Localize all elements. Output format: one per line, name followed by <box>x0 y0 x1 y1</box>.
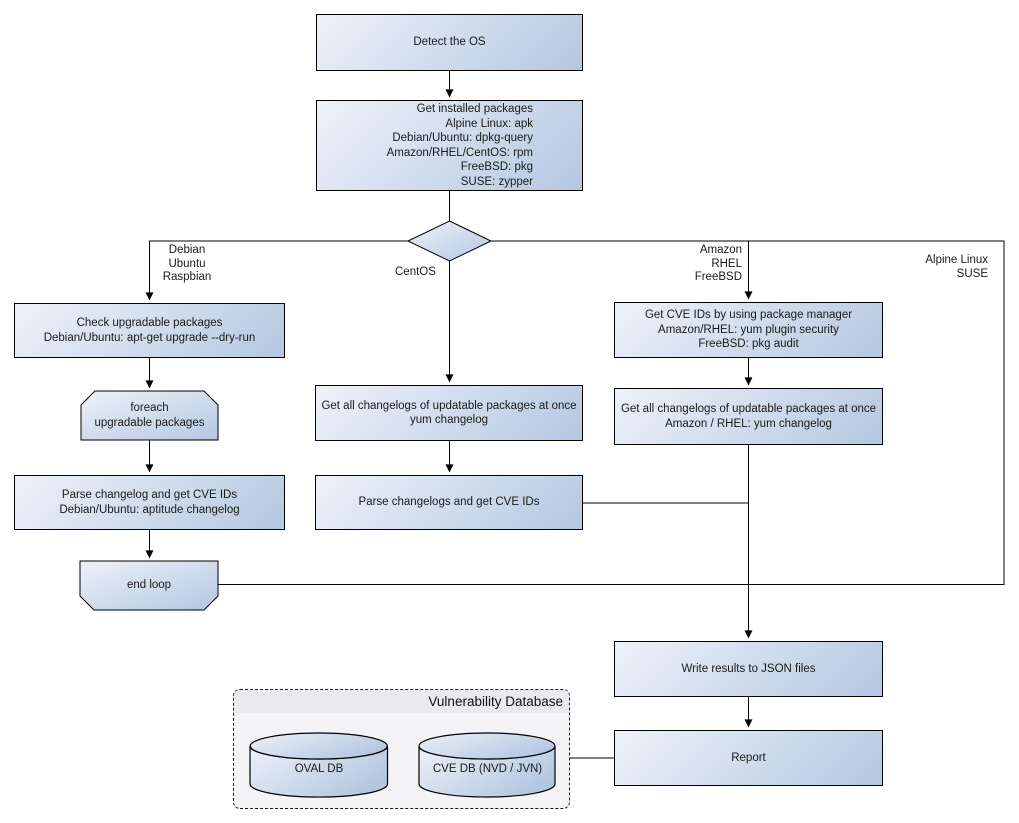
edge-label-line: Debian <box>168 244 206 256</box>
node-line: SUSE: zypper <box>460 175 533 188</box>
node-line: Get CVE IDs by using package manager <box>644 309 853 322</box>
edge-decision-to-check-upgradable <box>145 240 409 301</box>
edge-label-line: Alpine Linux <box>925 254 988 266</box>
cve-db-label: CVE DB (NVD / JVN) <box>432 763 543 775</box>
node-report: Report <box>614 730 883 786</box>
node-write-results: Write results to JSON files <box>614 641 883 697</box>
edge-label-debian-branch: Debian Ubuntu Raspbian <box>157 244 217 285</box>
edge-label-line: Ubuntu <box>168 257 206 270</box>
node-line: Check upgradable packages <box>76 317 223 329</box>
node-foreach-loop-start: foreach upgradable packages <box>81 391 218 440</box>
edge-label-line: SUSE <box>956 267 988 280</box>
edge-label-alpine-branch: Alpine Linux SUSE <box>876 254 988 281</box>
node-line: Alpine Linux: apk <box>445 117 533 130</box>
vulnerability-database-title: Vulnerability Database <box>234 690 569 713</box>
node-get-changelogs-amazon-rhel: Get all changelogs of updatable packages… <box>614 388 883 445</box>
foreach-loop-shape <box>80 390 219 441</box>
node-get-installed-packages: Get installed packages Alpine Linux: apk… <box>316 100 583 191</box>
end-loop-shape <box>79 560 219 611</box>
node-line: Amazon / RHEL: yum changelog <box>665 417 832 430</box>
node-detect-os: Detect the OS <box>316 14 583 71</box>
node-line: Get all changelogs of updatable packages… <box>620 403 877 415</box>
node-parse-changelog-debian: Parse changelog and get CVE IDs Debian/U… <box>14 475 285 530</box>
node-line: Amazon/RHEL/CentOS: rpm <box>386 146 533 159</box>
oval-db-label: OVAL DB <box>294 763 344 775</box>
node-line: Write results to JSON files <box>681 662 816 675</box>
node-line: Debian/Ubuntu: aptitude changelog <box>59 503 240 516</box>
node-line: FreeBSD: pkg <box>460 161 533 173</box>
node-line: foreach <box>130 402 169 414</box>
node-line: end loop <box>126 579 172 592</box>
edge-decision-right-alpine <box>490 240 1005 585</box>
node-line: Debian/Ubuntu: apt-get upgrade --dry-run <box>43 331 256 344</box>
node-check-upgradable-packages: Check upgradable packages Debian/Ubuntu:… <box>14 303 285 358</box>
node-parse-changelogs-centos: Parse changelogs and get CVE IDs <box>315 475 583 530</box>
node-line: Get all changelogs of updatable packages… <box>321 399 577 412</box>
edge-label-line: RHEL <box>711 257 742 270</box>
node-line: yum changelog <box>410 414 488 426</box>
vulnerability-database-panel: Vulnerability Database OVAL DB CVE <box>233 689 570 809</box>
edge-label-line: Amazon <box>699 244 742 256</box>
node-line: Parse changelogs and get CVE IDs <box>358 496 540 509</box>
node-end-loop: end loop <box>80 561 218 610</box>
edges-group <box>145 71 1005 759</box>
edge-label-line: Raspbian <box>162 271 212 283</box>
node-get-cve-ids-package-manager: Get CVE IDs by using package manager Ama… <box>614 302 883 358</box>
edge-label-line: FreeBSD <box>694 271 742 283</box>
edge-label-amazon-branch: Amazon RHEL FreeBSD <box>656 244 742 285</box>
node-line: Get installed packages <box>416 103 533 115</box>
node-line: Report <box>731 751 766 764</box>
node-line: Debian/Ubuntu: dpkg-query <box>392 132 533 144</box>
decision-diamond <box>406 220 493 262</box>
node-get-changelogs-centos: Get all changelogs of updatable packages… <box>315 385 583 441</box>
node-line: Amazon/RHEL: yum plugin security <box>658 323 839 336</box>
cve-db-cylinder-icon <box>418 732 556 798</box>
node-detect-os-label: Detect the OS <box>413 36 486 49</box>
edge-label-centos-branch: CentOS <box>395 266 436 280</box>
oval-db-cylinder-icon <box>249 732 389 798</box>
node-line: FreeBSD: pkg audit <box>698 338 799 351</box>
edge-label-line: CentOS <box>395 266 436 278</box>
node-line: Parse changelog and get CVE IDs <box>61 489 238 501</box>
node-line: upgradable packages <box>94 416 205 429</box>
